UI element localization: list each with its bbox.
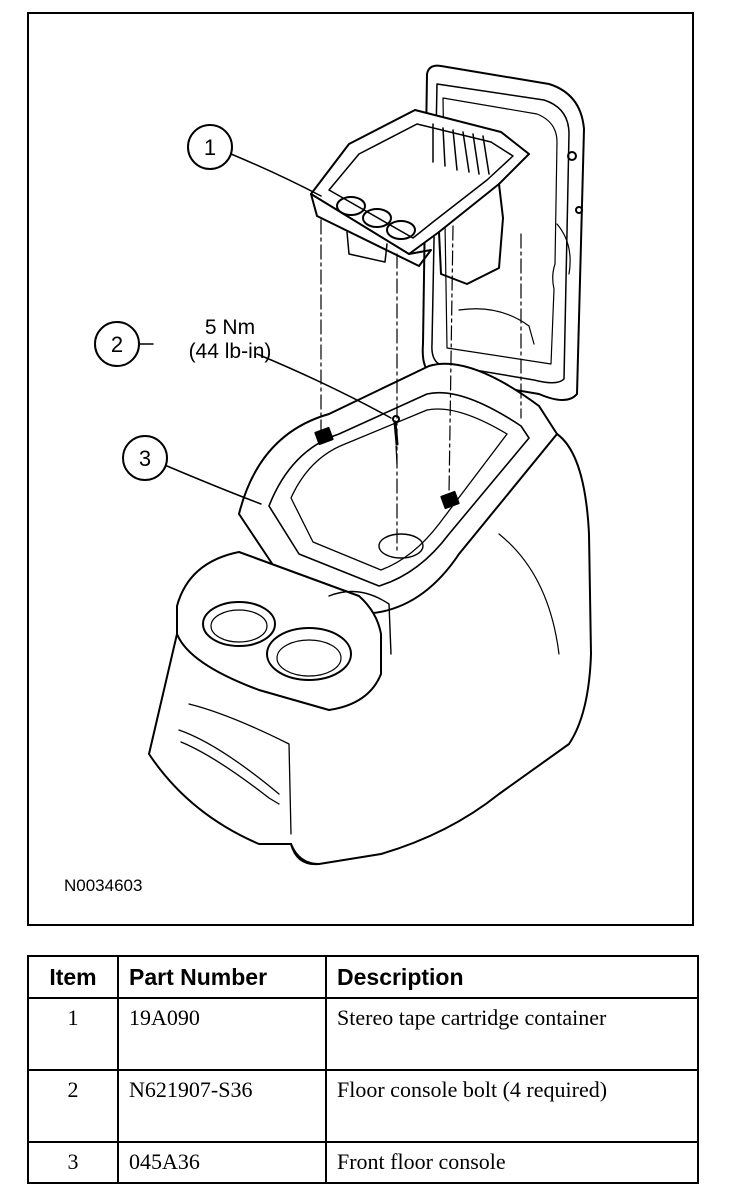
- cell-item: 2: [27, 1069, 119, 1143]
- table-header-row: Item Part Number Description: [27, 955, 699, 999]
- armrest-lid: [421, 64, 585, 401]
- callout-1: 1: [187, 124, 322, 197]
- torque-spec: 5 Nm (44 lb-in): [155, 316, 305, 364]
- console-illustration: 1 2 3: [94, 64, 592, 866]
- tape-cartridge-container: [310, 109, 530, 285]
- cell-part-number: N621907-S36: [117, 1069, 327, 1143]
- callout-3: 3: [122, 435, 262, 505]
- floor-console-bolts: [314, 415, 460, 510]
- torque-value-imperial: (44 lb-in): [188, 340, 272, 363]
- figure-code: N0034603: [64, 876, 143, 895]
- cell-description: Floor console bolt (4 required): [325, 1069, 699, 1143]
- cell-part-number: 045A36: [117, 1141, 327, 1184]
- table-row: 2 N621907-S36 Floor console bolt (4 requ…: [27, 1069, 699, 1143]
- callout-2: 2: [94, 321, 392, 419]
- header-part-number: Part Number: [117, 955, 327, 999]
- callout-1-number: 1: [204, 135, 216, 160]
- table-row: 1 19A090 Stereo tape cartridge container: [27, 997, 699, 1071]
- cell-item: 1: [27, 997, 119, 1071]
- front-floor-console: [148, 362, 592, 866]
- cell-part-number: 19A090: [117, 997, 327, 1071]
- exploded-view-figure: 1 2 3 5 Nm (44 lb-in) N0034603: [27, 12, 694, 926]
- table-row: 3 045A36 Front floor console: [27, 1141, 699, 1184]
- header-description: Description: [325, 955, 699, 999]
- assembly-lines: [320, 219, 522, 555]
- cell-description: Front floor console: [325, 1141, 699, 1184]
- callout-2-number: 2: [111, 332, 123, 357]
- cell-description: Stereo tape cartridge container: [325, 997, 699, 1071]
- cell-item: 3: [27, 1141, 119, 1184]
- torque-value: 5 Nm: [204, 316, 256, 339]
- callout-3-number: 3: [139, 446, 151, 471]
- parts-table: Item Part Number Description 1 19A090 St…: [27, 955, 699, 1184]
- header-item: Item: [27, 955, 119, 999]
